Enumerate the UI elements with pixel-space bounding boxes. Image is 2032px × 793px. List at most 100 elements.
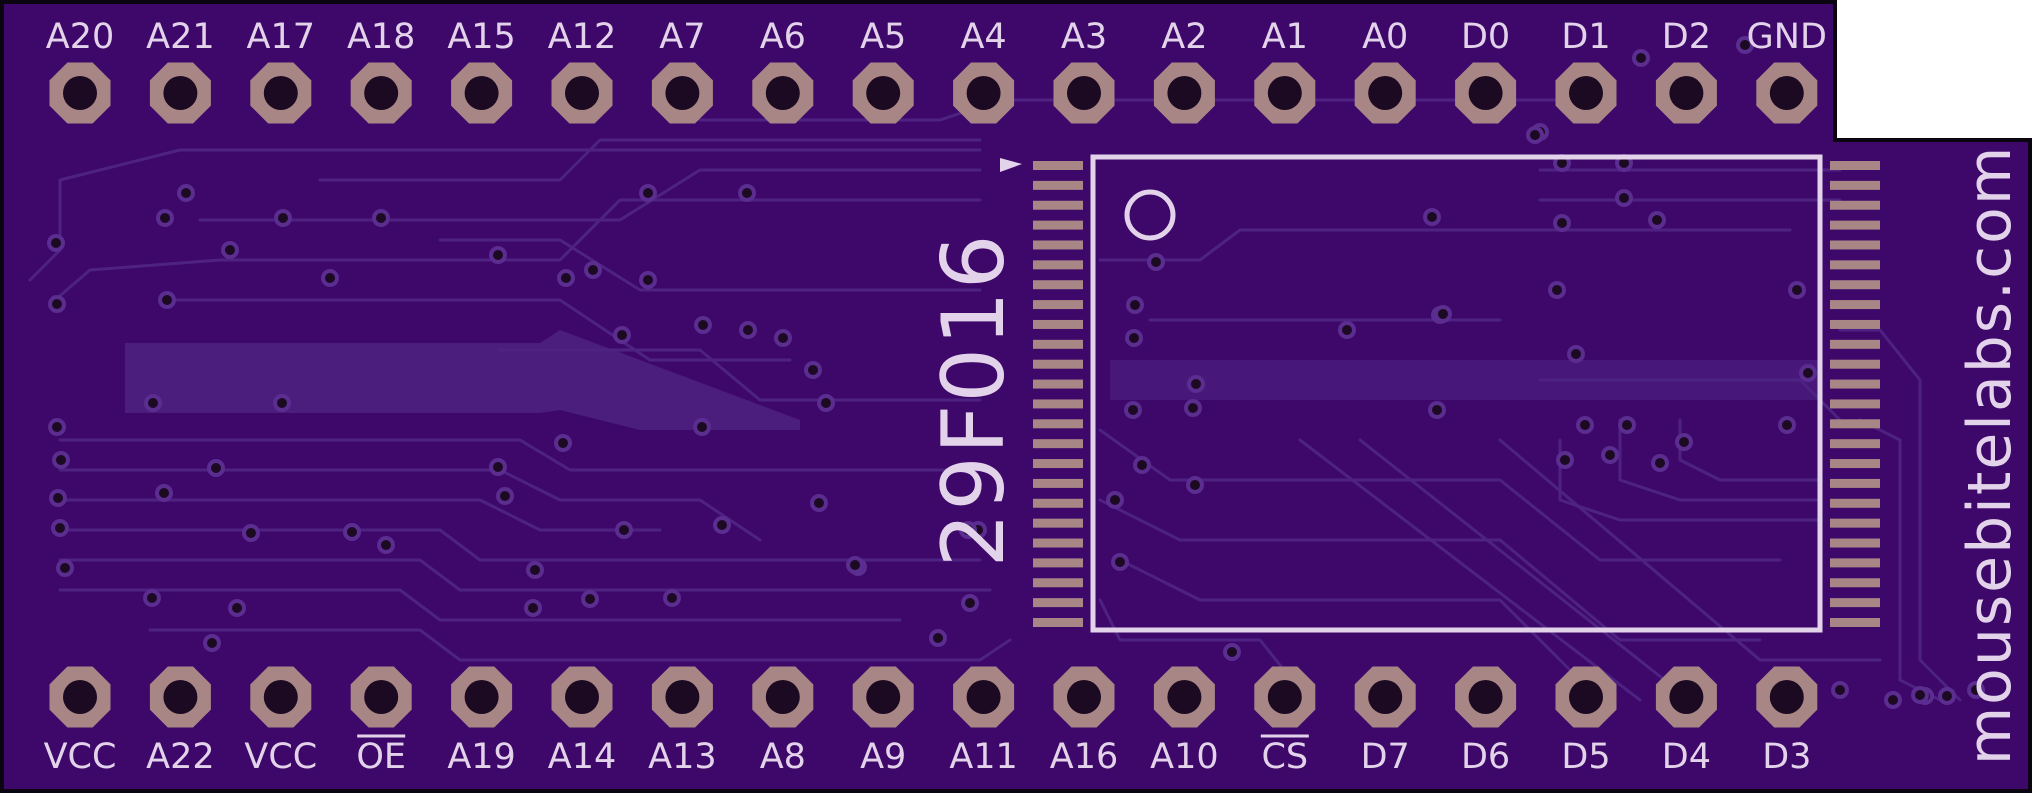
via-hole: [1342, 325, 1352, 335]
top-pin-label: D0: [1461, 17, 1510, 57]
drill-hole: [1368, 680, 1403, 714]
via-hole: [56, 455, 66, 465]
via-hole: [697, 422, 707, 432]
via-hole: [717, 520, 727, 530]
chip-pad: [1830, 339, 1880, 349]
via-hole: [376, 213, 386, 223]
via-hole: [51, 238, 61, 248]
pads-top-row: [49, 62, 1818, 124]
bottom-pin-label: A22: [146, 737, 214, 777]
drill-hole: [1468, 76, 1503, 110]
chip-pad: [1830, 200, 1880, 210]
via-hole: [1971, 685, 1981, 695]
copper-trace: [1298, 438, 1642, 702]
chip-pad: [1830, 578, 1880, 588]
via-hole: [1427, 212, 1437, 222]
via-hole: [1580, 420, 1590, 430]
via-hole: [585, 594, 595, 604]
copper-trace: [1618, 418, 1822, 502]
drill-hole: [163, 680, 198, 714]
bottom-pin-label: CS: [1261, 737, 1308, 777]
chip-pad: [1830, 161, 1880, 170]
top-pin-label: A0: [1362, 17, 1408, 57]
top-pin-label: A1: [1262, 17, 1308, 57]
chip-pad: [1033, 399, 1083, 409]
copper-trace: [1838, 328, 1962, 702]
chip-pad: [1830, 180, 1880, 190]
drill-hole: [1267, 76, 1302, 110]
drill-hole: [263, 680, 298, 714]
via-hole: [743, 325, 753, 335]
chip-pad: [1033, 518, 1083, 528]
via-hole: [1432, 405, 1442, 415]
bottom-pin-label: D5: [1561, 737, 1610, 777]
chip-pads-left: [1033, 161, 1083, 627]
top-pin-label: A7: [659, 17, 705, 57]
bottom-pin-label: VCC: [244, 737, 317, 777]
chip-pad: [1033, 478, 1083, 488]
via-hole: [1130, 300, 1140, 310]
drill-hole: [63, 76, 97, 110]
copper-trace: [28, 148, 982, 282]
chip-pad: [1033, 578, 1083, 588]
drill-hole: [966, 76, 1001, 110]
via-hole: [1557, 158, 1567, 168]
chip-pad: [1033, 319, 1083, 329]
via-hole: [1571, 349, 1581, 359]
via-hole: [1557, 218, 1567, 228]
drill-hole: [1669, 680, 1704, 714]
chip-pad: [1830, 280, 1880, 290]
via-hole: [52, 299, 62, 309]
chip-pad: [1033, 240, 1083, 250]
via-hole: [225, 245, 235, 255]
chip-pad: [1033, 359, 1083, 369]
drill-hole: [966, 680, 1001, 714]
chip-pad: [1830, 300, 1880, 310]
via-hole: [1151, 257, 1161, 267]
copper-trace: [198, 168, 982, 222]
chip-pad: [1033, 200, 1083, 210]
via-hole: [558, 438, 568, 448]
drill-hole: [364, 76, 399, 110]
via-hole: [1622, 420, 1632, 430]
chip-pad: [1033, 379, 1083, 389]
via-hole: [1128, 405, 1138, 415]
via-hole: [1137, 460, 1147, 470]
via-hole: [211, 463, 221, 473]
drill-hole: [665, 680, 700, 714]
chip-pad: [1830, 498, 1880, 508]
drill-hole: [1569, 76, 1603, 110]
via-hole: [643, 275, 653, 285]
chip-pad: [1033, 161, 1083, 170]
drill-hole: [866, 76, 901, 110]
top-pin-label: A12: [548, 17, 616, 57]
via-hole: [1782, 420, 1792, 430]
copper-trace: [58, 558, 992, 592]
pin1-arrow-icon: [1000, 158, 1022, 172]
drill-hole: [1067, 76, 1101, 110]
copper-plane: [125, 330, 800, 430]
via-hole: [1835, 685, 1845, 695]
drill-hole: [866, 680, 901, 714]
via-hole: [619, 525, 629, 535]
chip-pad: [1830, 439, 1880, 449]
drill-hole: [1769, 680, 1804, 714]
chip-pad: [1830, 399, 1880, 409]
top-pin-label: A3: [1061, 17, 1107, 57]
chip-outline: [1090, 154, 1823, 633]
via-hole: [232, 603, 242, 613]
chip-pad: [1830, 518, 1880, 528]
chip-pad: [1033, 419, 1083, 429]
via-hole: [1636, 53, 1646, 63]
chip-pad: [1033, 180, 1083, 190]
via-hole: [588, 265, 598, 275]
chip-pad: [1830, 359, 1880, 369]
bottom-pin-label: A11: [949, 737, 1017, 777]
chip-pad: [1033, 538, 1083, 548]
via-hole: [528, 603, 538, 613]
bottom-pin-label: D7: [1361, 737, 1410, 777]
copper-trace: [1358, 438, 1692, 702]
